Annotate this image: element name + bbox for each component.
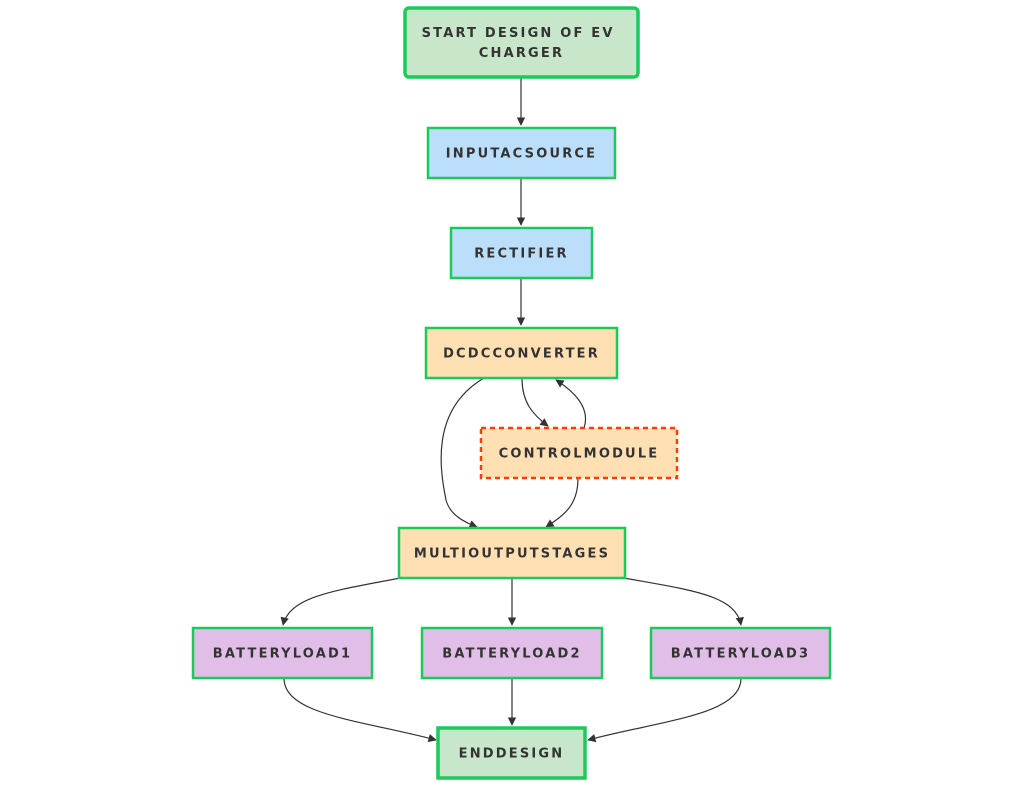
node-end-design: ENDDESIGN [436,726,587,780]
node-battery-load-3-label: BATTERYLOAD3 [671,647,810,662]
node-rectifier-label: RECTIFIER [474,247,569,262]
node-dcdc-converter: DCDCCONVERTER [424,326,619,380]
node-rectifier-box [449,226,594,280]
edge-battery-load-1-to-end-design [283,677,437,743]
node-input-ac-source-box [426,126,617,180]
node-battery-load-2-box [420,626,604,680]
edge-multi-output-stages-to-battery-load-3 [623,577,744,626]
edge-control-module-to-dcdc-converter [555,379,587,429]
edge-control-module-to-multi-output-stages [545,477,579,528]
node-battery-load-2: BATTERYLOAD2 [420,626,604,680]
node-multi-output-stages-label: MULTIOUTPUTSTAGES [414,547,610,562]
node-control-module-box [479,426,679,480]
node-end-design-label: ENDDESIGN [459,747,565,762]
node-rectifier: RECTIFIER [449,226,594,280]
node-dcdc-converter-box [424,326,619,380]
node-battery-load-1-box [191,626,374,680]
edges [280,78,744,743]
node-start-design-label-line1: START DESIGN OF EV [422,26,615,41]
node-control-module-label: CONTROLMODULE [499,447,660,462]
node-battery-load-2-label: BATTERYLOAD2 [442,647,581,662]
node-end-design-box [436,726,587,780]
node-start-design-label-line2: CHARGER [479,46,564,61]
node-control-module: CONTROLMODULE [479,426,679,480]
node-battery-load-1: BATTERYLOAD1 [191,626,374,680]
node-input-ac-source: INPUTACSOURCE [426,126,617,180]
edge-dcdc-converter-to-multi-output-stages [440,377,485,529]
node-start-design: START DESIGN OF EV CHARGER [403,6,640,79]
node-dcdc-converter-label: DCDCCONVERTER [443,347,600,362]
node-start-design-label: START DESIGN OF EV CHARGER [422,26,622,61]
node-multi-output-stages-box [397,526,627,580]
node-start-design-box [403,6,640,79]
edge-battery-load-3-to-end-design [587,677,742,743]
node-battery-load-1-label: BATTERYLOAD1 [213,647,352,662]
edge-multi-output-stages-to-battery-load-1 [280,577,401,626]
node-battery-load-3: BATTERYLOAD3 [649,626,832,680]
node-battery-load-3-box [649,626,832,680]
edge-dcdc-converter-to-control-module [521,377,549,427]
node-multi-output-stages: MULTIOUTPUTSTAGES [397,526,627,580]
node-input-ac-source-label: INPUTACSOURCE [446,147,598,162]
